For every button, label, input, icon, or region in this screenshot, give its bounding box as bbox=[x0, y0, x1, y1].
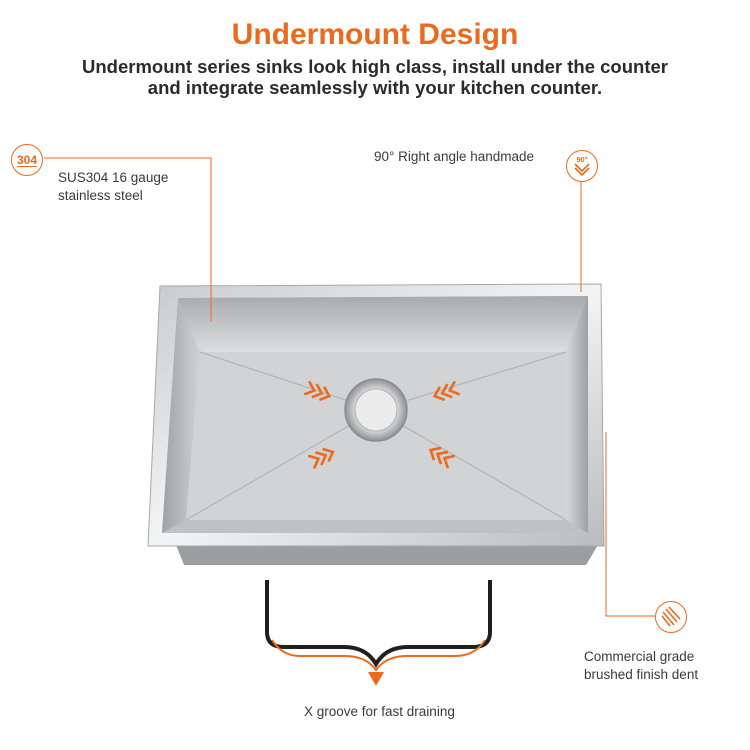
groove-line bbox=[375, 351, 567, 411]
badge-304-label: 304 bbox=[16, 152, 38, 167]
leader-finish bbox=[605, 432, 655, 617]
page-title: Undermount Design bbox=[231, 18, 519, 51]
finish-line-1: Commercial grade bbox=[584, 649, 695, 664]
finish-line-2: brushed finish dent bbox=[584, 667, 699, 682]
brushed-lines-glyph bbox=[661, 606, 681, 627]
sink-bottom-edge bbox=[176, 545, 598, 565]
finish-feature-label: Commercial grade brushed finish dent bbox=[584, 648, 698, 684]
sink-left-wall bbox=[162, 298, 200, 533]
steel-line-1: SUS304 16 gauge bbox=[58, 170, 169, 185]
right-angle-icon: 90° bbox=[566, 150, 598, 182]
drain-inner bbox=[354, 388, 398, 432]
subtitle-line-2: and integrate seamlessly with your kitch… bbox=[147, 77, 603, 98]
subtitle-line-1: Undermount series sinks look high class,… bbox=[82, 56, 668, 77]
page-subtitle: Undermount series sinks look high class,… bbox=[40, 56, 710, 98]
sink-front-wall bbox=[162, 520, 588, 533]
sink-back-wall bbox=[178, 296, 588, 352]
sink-right-wall bbox=[566, 296, 588, 533]
right-angle-glyph: 90° bbox=[574, 155, 590, 177]
badge-90-label: 90° bbox=[576, 155, 587, 164]
groove-feature-label: X groove for fast draining bbox=[304, 704, 455, 719]
groove-profile bbox=[265, 580, 492, 668]
leader-steel bbox=[44, 157, 212, 322]
drain-arrows bbox=[303, 380, 461, 469]
groove-line bbox=[375, 409, 567, 521]
brushed-finish-icon bbox=[655, 601, 687, 633]
groove-arrow-icon bbox=[368, 672, 384, 686]
groove-line bbox=[185, 409, 377, 521]
steel-feature-label: SUS304 16 gauge stainless steel bbox=[58, 169, 168, 205]
angle-feature-label: 90° Right angle handmade bbox=[374, 149, 535, 164]
groove-flow-line bbox=[271, 639, 486, 672]
stainless-304-icon: 304 bbox=[11, 144, 43, 176]
steel-line-2: stainless steel bbox=[58, 188, 143, 203]
